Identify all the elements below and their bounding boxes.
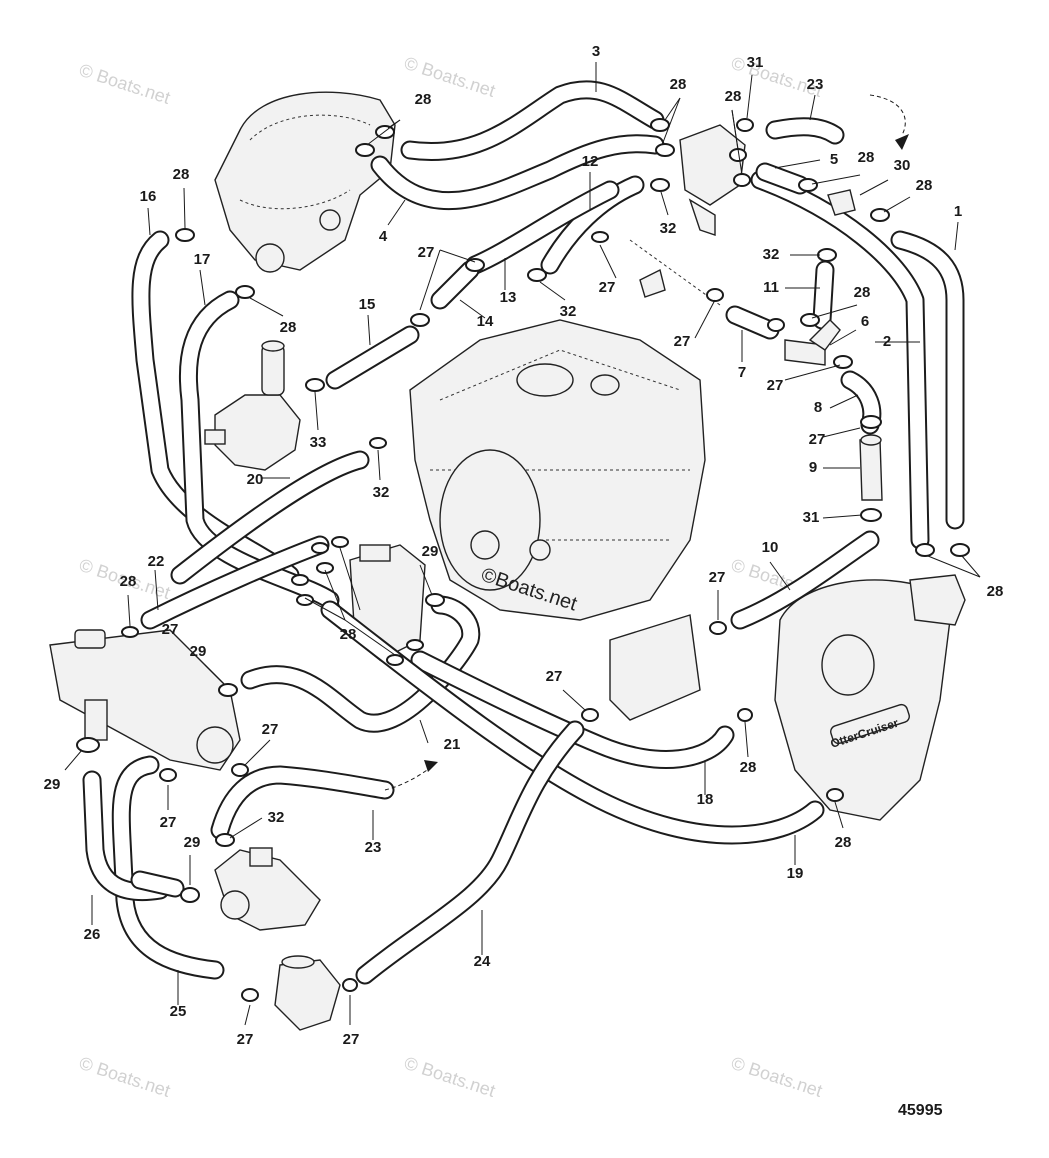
bracket-module	[609, 614, 701, 721]
callout-labels: 1 2 3 4 5 6 7 8 9 10 11 12 13 14 15 16 1…	[44, 43, 1004, 1048]
callout-15: 15	[359, 296, 376, 313]
callout-28: 28	[120, 573, 137, 590]
callout-29: 29	[422, 543, 439, 560]
callout-24: 24	[474, 953, 491, 970]
callout-19: 19	[787, 865, 804, 882]
callout-27: 27	[162, 621, 179, 638]
callout-28: 28	[858, 149, 875, 166]
callout-14: 14	[477, 313, 494, 330]
callout-27: 27	[546, 668, 563, 685]
callout-28: 28	[670, 76, 687, 93]
callout-6: 6	[861, 313, 869, 330]
callout-28: 28	[280, 319, 297, 336]
callout-21: 21	[444, 736, 461, 753]
callout-31: 31	[747, 54, 764, 71]
callout-27: 27	[237, 1031, 254, 1048]
callout-8: 8	[814, 399, 822, 416]
fittings	[629, 189, 883, 501]
seawater-pump	[204, 340, 301, 471]
callout-23-top: 23	[807, 76, 824, 93]
callout-2: 2	[883, 333, 891, 350]
callout-32: 32	[560, 303, 577, 320]
watermark: © Boats.net	[77, 1053, 173, 1101]
callout-32: 32	[268, 809, 285, 826]
callout-27: 27	[599, 279, 616, 296]
callout-27: 27	[262, 721, 279, 738]
callout-11: 11	[763, 279, 779, 296]
circulating-pump	[214, 847, 321, 931]
callout-10: 10	[762, 539, 779, 556]
callout-28: 28	[916, 177, 933, 194]
callout-28: 28	[340, 626, 357, 643]
engine-block: ©Boats.net	[409, 319, 706, 621]
callout-28: 28	[835, 834, 852, 851]
callout-12: 12	[582, 153, 599, 170]
callout-20: 20	[247, 471, 264, 488]
callout-23-bottom: 23	[365, 839, 382, 856]
hoses	[82, 80, 965, 985]
callout-9: 9	[809, 459, 817, 476]
callout-1: 1	[954, 203, 962, 220]
watermark: © Boats.net	[77, 60, 173, 108]
callout-32: 32	[660, 220, 677, 237]
callout-28: 28	[854, 284, 871, 301]
watermark: © Boats.net	[729, 1053, 825, 1101]
callout-27: 27	[809, 431, 826, 448]
callout-28: 28	[987, 583, 1004, 600]
leader-lines	[64, 62, 981, 1026]
callout-31: 31	[803, 509, 820, 526]
callout-5: 5	[830, 151, 838, 168]
exhaust-manifold-right: OtterCruiser	[774, 574, 966, 821]
callout-26: 26	[84, 926, 101, 943]
callout-33: 33	[310, 434, 327, 451]
callout-18: 18	[697, 791, 714, 808]
components: ©Boats.net OtterCruiser	[49, 91, 966, 1031]
callout-27: 27	[767, 377, 784, 394]
callout-22: 22	[148, 553, 165, 570]
callout-27: 27	[343, 1031, 360, 1048]
callout-3: 3	[592, 43, 600, 60]
callout-27: 27	[160, 814, 177, 831]
callout-28: 28	[740, 759, 757, 776]
callout-29: 29	[190, 643, 207, 660]
exhaust-manifold-left	[49, 629, 241, 771]
thermostat-housing	[274, 955, 341, 1031]
callout-29: 29	[184, 834, 201, 851]
exhaust-manifold-top-left	[214, 91, 396, 273]
callout-30: 30	[894, 157, 911, 174]
callout-27: 27	[418, 244, 435, 261]
callout-28: 28	[173, 166, 190, 183]
callout-16: 16	[140, 188, 157, 205]
callout-29: 29	[44, 776, 61, 793]
callout-32: 32	[763, 246, 780, 263]
callout-4: 4	[379, 228, 388, 245]
callout-7: 7	[738, 364, 746, 381]
callout-32: 32	[373, 484, 390, 501]
callout-25: 25	[170, 1003, 187, 1020]
callout-13: 13	[500, 289, 517, 306]
callout-27: 27	[709, 569, 726, 586]
drawing-number: 45995	[898, 1102, 943, 1119]
callout-28: 28	[415, 91, 432, 108]
callout-17: 17	[194, 251, 211, 268]
callout-27: 27	[674, 333, 691, 350]
watermark: © Boats.net	[402, 1053, 498, 1101]
callout-28: 28	[725, 88, 742, 105]
